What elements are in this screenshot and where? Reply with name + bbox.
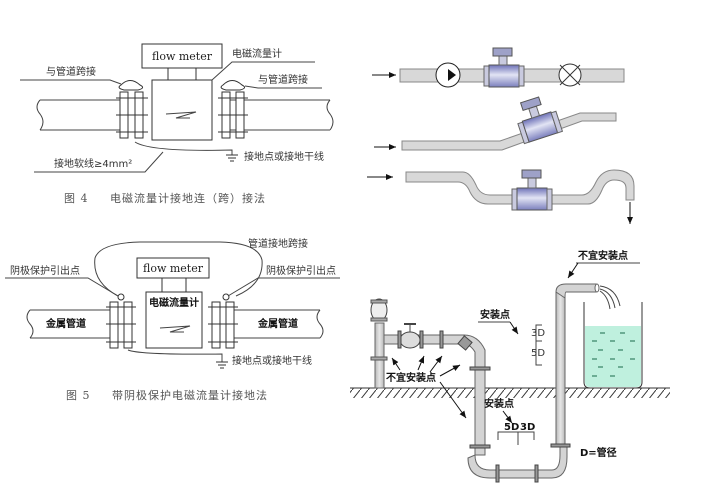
fig4-label-jumper-left: 与管道跨接 (46, 65, 96, 78)
fig4-flow-meter-label: flow meter (152, 50, 213, 63)
meter-row-1 (483, 47, 525, 88)
label-not-suitable-left: 不宜安装点 (386, 371, 436, 384)
fig4-label-em-meter: 电磁流量计 (232, 47, 282, 60)
fig5-label-em-meter: 电磁流量计 (149, 296, 199, 309)
fig5-caption-number: 图 5 (66, 389, 91, 402)
fig4-label-ground-wire: 接地软线≥4mm² (54, 157, 132, 170)
fig5-ground-symbol (216, 361, 228, 369)
installation-diagram: 3D 5D 5D 3D 不宜安装点 安装点 安装点 不宜安装点 D=管径 (350, 249, 670, 483)
fig4-label-jumper-right: 与管道跨接 (258, 73, 308, 86)
fig4-flow-meter-box (141, 43, 223, 69)
pipe-row-3 (405, 169, 635, 205)
fig5-label-cathodic-right: 阴极保护引出点 (266, 264, 336, 277)
fig5-label-cathodic-left: 阴极保护引出点 (10, 264, 80, 277)
valve-closed-icon (558, 63, 582, 87)
dim-3d-upper: 3D (531, 328, 545, 339)
fig5-flange-right (208, 293, 238, 349)
fig4-flow-symbol (165, 111, 197, 119)
fig5-flow-meter-box (136, 257, 210, 279)
dim-5d-lower: 5D (504, 422, 519, 433)
ground-hatch (350, 388, 670, 398)
figure-4: flow meter 电磁流量计 与管道跨接 与管道跨接 接地软线≥4mm² 接… (20, 43, 334, 205)
fig5-flow-meter-label: flow meter (143, 262, 204, 275)
fig4-pipe (36, 99, 334, 131)
meter-row-3 (511, 169, 553, 211)
legend-d: D=管径 (580, 446, 617, 459)
fig5-jumper-arc (94, 241, 263, 297)
fig4-ground-symbol (226, 154, 238, 162)
fig5-label-pipe-left: 金属管道 (45, 317, 86, 330)
pipe-layouts (367, 47, 635, 224)
label-suitable-upper: 安装点 (480, 308, 510, 321)
fig5-flange-left (106, 293, 136, 349)
fig5-label-ground-point: 接地点或接地干线 (232, 354, 312, 367)
fig5-pipe (30, 309, 320, 339)
fig5-label-pipe-jumper: 管道接地跨接 (248, 237, 308, 250)
fig4-meter-body (151, 79, 213, 141)
fig5-caption-text: 带阴极保护电磁流量计接地法 (112, 388, 268, 402)
gate-valve-icon (399, 331, 421, 349)
figure-5: flow meter 电磁流量计 管道接地跨接 阴极保护引出点 阴极保护引出点 … (5, 237, 340, 402)
fig4-flange-right (218, 80, 248, 139)
fig4-flange-left (116, 80, 148, 139)
dim-5d-upper: 5D (531, 348, 545, 359)
fig4-caption-text: 电磁流量计接地连（跨）接法 (110, 191, 266, 205)
fig4-caption-number: 图 4 (64, 192, 89, 205)
meter-row-2 (517, 96, 564, 145)
label-not-suitable-top: 不宜安装点 (578, 249, 628, 262)
pipe-row-2 (401, 112, 617, 151)
tank (583, 302, 643, 389)
fig4-label-ground-point: 接地点或接地干线 (244, 150, 324, 163)
fig5-label-pipe-right: 金属管道 (257, 317, 298, 330)
fig5-meter-body (145, 291, 203, 349)
label-suitable-lower: 安装点 (484, 397, 514, 410)
dim-3d-lower: 3D (520, 422, 535, 433)
tank-water (585, 326, 641, 387)
